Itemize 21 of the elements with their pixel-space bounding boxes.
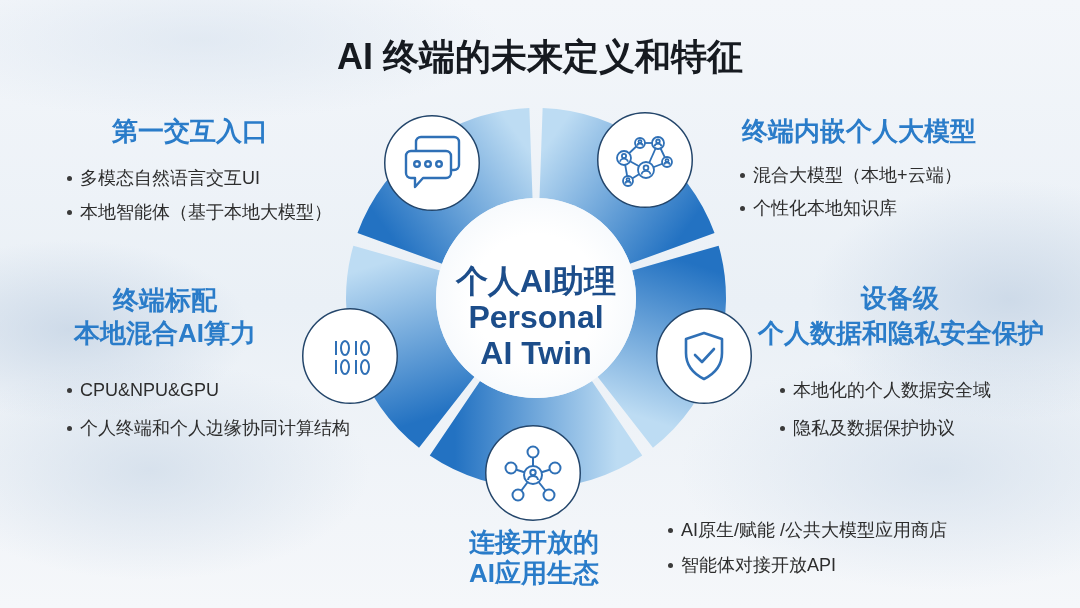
bullet-text: 隐私及数据保护协议 (793, 417, 955, 440)
section-heading: 连接开放的AI应用生态 (468, 527, 600, 589)
center-title: 个人AI助理 (456, 263, 616, 299)
ring-segment (429, 380, 643, 521)
bullet-text: AI原生/赋能 /公共大模型应用商店 (681, 519, 947, 542)
bullet-text: 个性化本地知识库 (753, 197, 897, 220)
section-heading: 个人数据和隐私安全保护 (758, 317, 1044, 349)
bullet-text: 智能体对接开放API (681, 554, 836, 577)
bullet-text: 本地化的个人数据安全域 (793, 379, 991, 402)
bullet-text: 本地智能体（基于本地大模型） (80, 201, 332, 224)
section-heading: 本地混合AI算力 (74, 317, 256, 349)
section-heading: 终端内嵌个人大模型 (742, 115, 976, 147)
bullet-text: CPU&NPU&GPU (80, 379, 220, 402)
section-heading: 设备级 (861, 282, 939, 314)
bullet-text: 多模态自然语言交互UI (80, 167, 260, 190)
center-subtitle: Personal AI Twin (467, 299, 605, 371)
section-heading: 终端标配 (113, 284, 217, 316)
bullet-text: 个人终端和个人边缘协同计算结构 (80, 417, 350, 440)
page-title: AI 终端的未来定义和特征 (337, 35, 743, 79)
bullet-text: 混合大模型（本地+云端） (753, 164, 962, 187)
section-heading: 第一交互入口 (112, 115, 268, 147)
